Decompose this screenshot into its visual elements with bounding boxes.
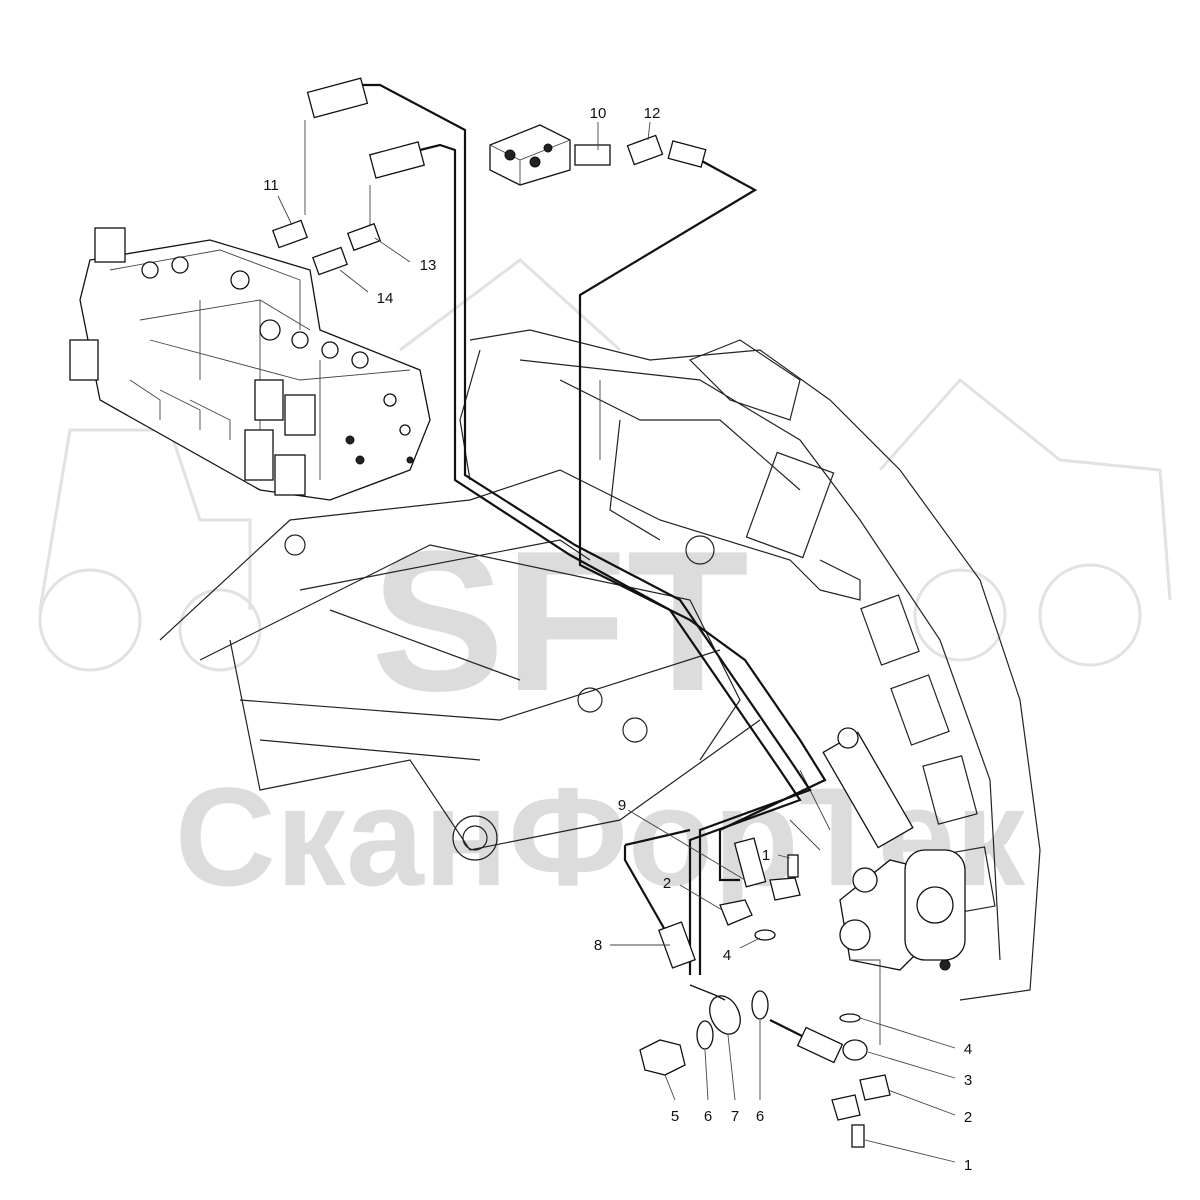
callout-2-lower: 2 [964,1109,972,1126]
callout-1-upper: 1 [762,847,770,864]
callout-11: 11 [263,177,279,194]
callout-8: 8 [594,937,602,954]
callout-4-upper: 4 [723,947,731,964]
callout-10: 10 [590,105,607,122]
top-fitting-group [489,124,664,186]
small-parts [639,854,891,1148]
callout-6-left: 6 [704,1108,712,1125]
callout-9: 9 [618,797,626,814]
leader-lines [277,121,956,1163]
callout-2-upper: 2 [663,875,671,892]
callout-1-lower: 1 [964,1157,972,1174]
hose-fittings [306,77,844,1064]
callouts: 10 12 11 13 14 9 1 2 4 8 4 3 2 1 5 6 7 6 [263,105,972,1174]
callout-3: 3 [964,1072,972,1089]
callout-12: 12 [644,105,661,122]
callout-7: 7 [731,1108,739,1125]
callout-13: 13 [420,257,437,274]
callout-14: 14 [377,290,394,307]
machine-frame [159,329,1041,1001]
callout-4-lower: 4 [964,1041,972,1058]
elbow-fittings [271,219,382,276]
control-valve-block [69,227,431,501]
hydraulic-hoses [304,83,827,1046]
cylinder-and-motor [822,727,966,971]
watermark-machine-outline-icon [38,258,1172,672]
callout-6-right: 6 [756,1108,764,1125]
callout-5: 5 [671,1108,679,1125]
